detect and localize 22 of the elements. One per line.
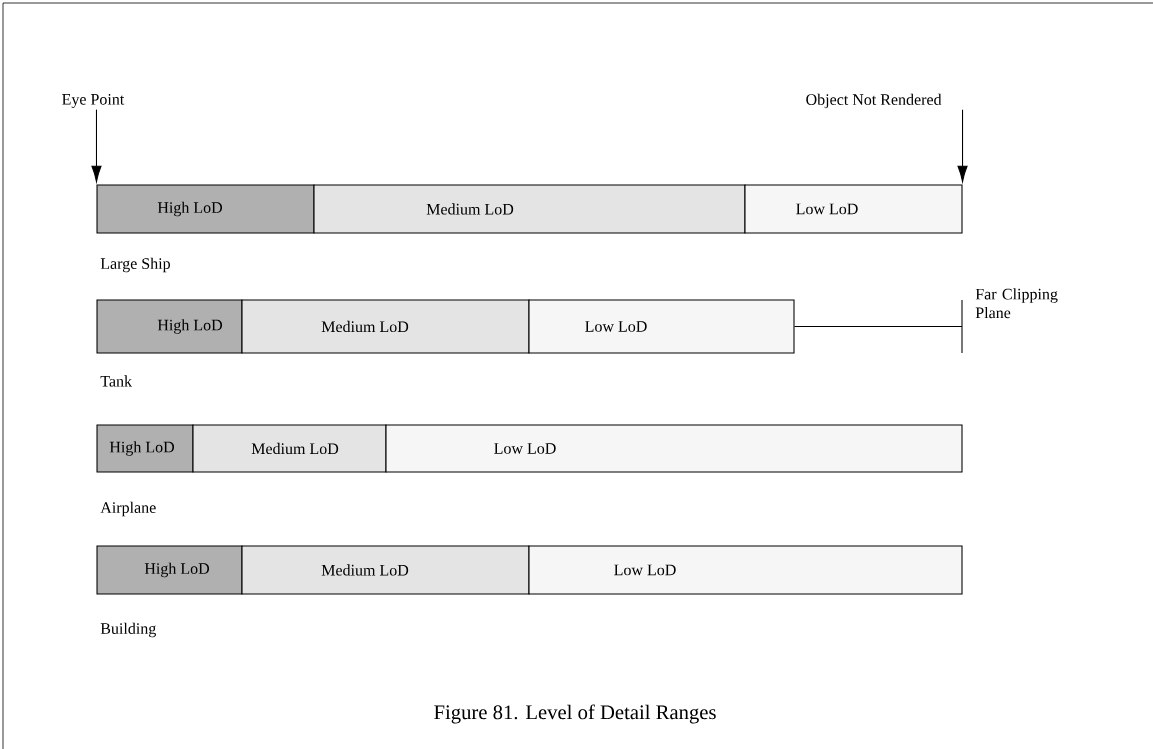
bar-segment: Low LoD	[744, 184, 963, 234]
limit-label: Far Clipping Plane	[975, 288, 1058, 319]
marker-label: Object Not Rendered	[806, 93, 942, 109]
bar-segment: Low LoD	[528, 545, 963, 595]
marker-label: Eye Point	[62, 93, 125, 108]
figure-caption: Figure 81. Level of Detail Ranges	[434, 704, 716, 724]
bar-segment: High LoD	[96, 299, 243, 354]
bar-segment: Medium LoD	[241, 545, 530, 595]
row-label: Airplane	[100, 501, 156, 517]
bar-segment: High LoD	[96, 545, 243, 595]
bar-segment: Medium LoD	[313, 184, 746, 234]
bar-segment: Medium LoD	[241, 299, 530, 354]
row-label: Building	[100, 622, 156, 638]
bar-segment: High LoD	[96, 424, 194, 473]
bar-segment: Low LoD	[385, 424, 963, 473]
bar-segment: Medium LoD	[192, 424, 387, 473]
arrow	[91, 109, 102, 183]
bar-segment: High LoD	[96, 184, 315, 234]
arrow	[957, 109, 968, 183]
row-label: Tank	[100, 375, 133, 387]
row-label: Large Ship	[100, 257, 170, 273]
bar-segment: Low LoD	[528, 299, 795, 354]
